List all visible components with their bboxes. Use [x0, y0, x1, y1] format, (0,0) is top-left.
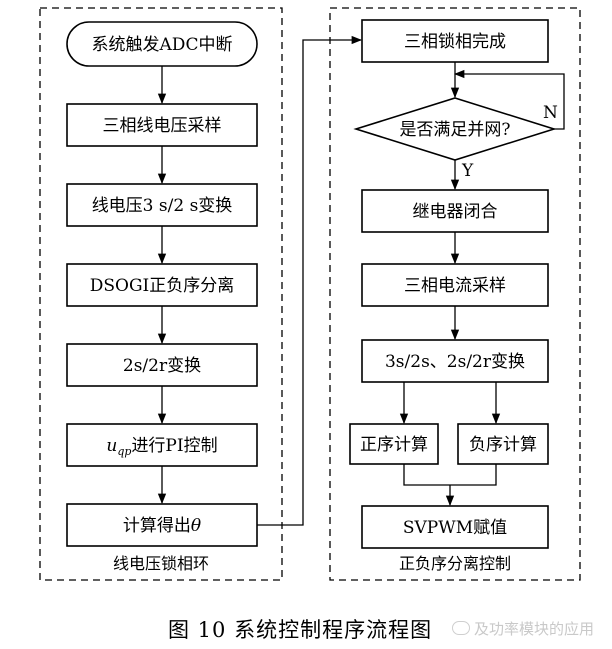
step-relay-close [361, 189, 549, 233]
watermark-text: 及功率模块的应用 [473, 620, 594, 638]
step-negative-calc-label: 负序计算 [469, 435, 537, 455]
step-positive-calc-label: 正序计算 [360, 435, 428, 455]
step-current-sampling-label: 三相电流采样 [404, 276, 506, 296]
step-pi-control [66, 423, 258, 467]
arrow-no-loop [453, 69, 565, 130]
sequence-control-group-frame [329, 7, 581, 581]
flowchart: 线电压锁相环 正负序分离控制 系统触发ADC中断 三相线电压采样 线电压3 s/… [39, 7, 581, 581]
watermark: 及功率模块的应用 [451, 618, 594, 639]
pll-group-label: 线电压锁相环 [113, 554, 209, 573]
step-negative-calc [457, 423, 549, 465]
step-transform-label: 3s/2s、2s/2r变换 [385, 352, 525, 372]
step-svpwm-label: SVPWM赋值 [403, 518, 507, 538]
step-dsogi-separation [66, 263, 258, 307]
step-relay-close-label: 继电器闭合 [413, 202, 498, 222]
step-voltage-sampling [66, 103, 258, 147]
theta-var: θ [191, 516, 201, 536]
pi-rest: 进行PI控制 [131, 436, 217, 456]
start-label: 系统触发ADC中断 [92, 35, 233, 55]
decision-grid-connection-label: 是否满足并网? [399, 120, 510, 140]
step-current-sampling [361, 263, 549, 307]
figure-caption: 图 10 系统控制程序流程图 及功率模块的应用 [0, 614, 612, 648]
sequence-control-group-label: 正负序分离控制 [399, 554, 511, 573]
step-svpwm [361, 505, 549, 549]
step-lock-done [361, 19, 549, 63]
pi-var: u [106, 436, 117, 456]
pi-var-subscript: qp [117, 445, 131, 458]
yes-label: Y [461, 161, 474, 181]
step-park-transform-label: 2s/2r变换 [123, 356, 201, 376]
arrow-theta-to-lock-done [257, 35, 363, 526]
step-transform [361, 339, 549, 383]
step-dsogi-separation-label: DSOGI正负序分离 [90, 276, 235, 296]
step-lock-done-label: 三相锁相完成 [404, 32, 506, 52]
merge-line [403, 464, 497, 486]
step-compute-theta-label: 计算得出θ [123, 516, 201, 536]
step-positive-calc [349, 423, 439, 465]
no-label: N [543, 103, 558, 123]
step-voltage-sampling-label: 三相线电压采样 [103, 116, 222, 136]
step-clarke-transform-label: 线电压3 s/2 s变换 [92, 196, 233, 216]
theta-text: 计算得出 [123, 516, 191, 536]
step-pi-control-label: uqp进行PI控制 [106, 436, 217, 458]
pll-group-frame [39, 7, 283, 581]
caption-text: 图 10 系统控制程序流程图 [168, 618, 433, 642]
wechat-icon [451, 621, 470, 635]
